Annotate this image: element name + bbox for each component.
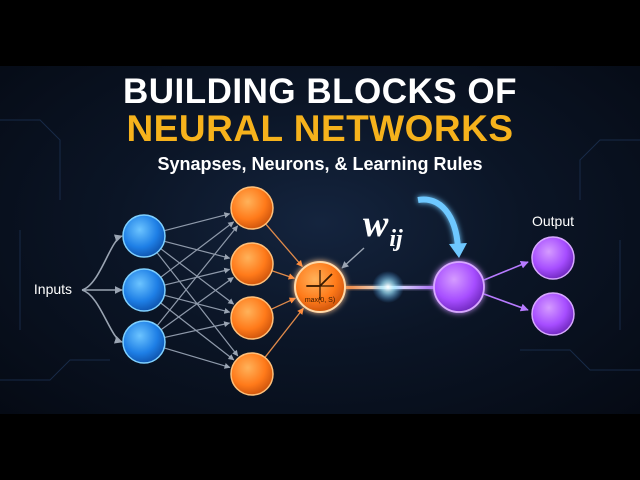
connection-line <box>164 212 231 232</box>
output-connections <box>483 261 529 312</box>
connection-line <box>271 270 296 280</box>
activation-label: max(0, S) <box>305 297 335 304</box>
signal-spark <box>372 271 404 303</box>
input-neuron <box>122 214 166 258</box>
hidden-neuron <box>230 352 274 396</box>
circuit-traces <box>0 119 640 381</box>
input-layer <box>122 214 166 364</box>
connection-line <box>160 276 234 331</box>
connection-line <box>270 297 297 310</box>
connection-line <box>164 321 231 339</box>
weight-pointer-line <box>341 247 365 269</box>
connection-line <box>264 307 304 358</box>
weight-arrow <box>417 196 461 249</box>
input-hidden-connections <box>156 212 239 369</box>
relu-graph-icon <box>306 270 334 300</box>
connection-line <box>156 225 239 327</box>
connection-line <box>163 347 231 369</box>
weight-arrow-head <box>449 243 467 258</box>
hidden-neuron <box>230 296 274 340</box>
connection-line <box>160 221 235 278</box>
hidden-layer <box>230 186 274 396</box>
input-neuron <box>122 320 166 364</box>
connection-line <box>265 223 303 268</box>
title-line-2: NEURAL NETWORKS <box>126 108 514 149</box>
hidden-neuron <box>230 242 274 286</box>
connection-line <box>164 267 231 286</box>
output-node <box>531 292 575 336</box>
output-label: Output <box>532 213 574 229</box>
output-node <box>531 236 575 280</box>
diagram-panel <box>0 66 640 414</box>
activation-neuron: max(0, S) <box>294 261 346 313</box>
hidden-neuron-connections <box>264 223 304 358</box>
output-neuron <box>433 261 485 313</box>
subtitle: Synapses, Neurons, & Learning Rules <box>157 154 483 174</box>
title-line-1: BUILDING BLOCKS OF <box>123 72 517 111</box>
connection-line <box>160 302 235 361</box>
weight-label: wij <box>363 203 403 252</box>
input-neuron <box>122 268 166 312</box>
inputs-label: Inputs <box>34 281 72 297</box>
hidden-neuron <box>230 186 274 230</box>
input-fan-lines <box>81 234 123 344</box>
